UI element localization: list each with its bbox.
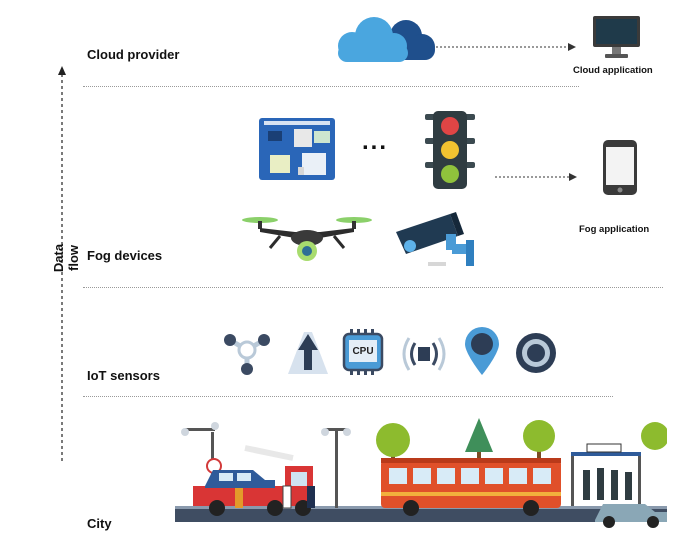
- cpu-label: CPU: [352, 346, 374, 357]
- drone-icon: [242, 217, 372, 261]
- separator-cloud: [83, 86, 579, 87]
- fog-to-app-arrow: [495, 173, 577, 181]
- cctv-camera-icon: [396, 212, 474, 266]
- target-ring-icon: [516, 333, 556, 373]
- circuit-board-icon: [259, 118, 335, 180]
- fog-application-label: Fog application: [579, 224, 650, 235]
- data-flow-label: Data flow: [51, 243, 81, 273]
- ellipsis: ...: [362, 128, 389, 155]
- network-node-icon: [224, 334, 270, 375]
- cloud-to-app-arrow: [436, 43, 576, 51]
- separator-iot: [83, 396, 613, 397]
- cloud-provider-label: Cloud provider: [87, 47, 180, 62]
- road-icon: [288, 332, 328, 374]
- cloud-icon: [338, 17, 435, 62]
- city-illustration: [175, 418, 667, 528]
- city-label: City: [87, 516, 112, 531]
- iot-sensors-label: IoT sensors: [87, 368, 160, 383]
- location-pin-icon: [465, 327, 499, 375]
- separator-fog: [83, 287, 663, 288]
- cloud-application-label: Cloud application: [573, 65, 653, 76]
- cpu-icon: [342, 329, 384, 375]
- fog-devices-label: Fog devices: [87, 248, 163, 263]
- smartphone-icon: [603, 140, 637, 195]
- wireless-signal-icon: [402, 337, 446, 371]
- data-flow-arrow: [58, 66, 66, 462]
- traffic-light-icon: [425, 111, 475, 189]
- monitor-icon: [593, 16, 640, 58]
